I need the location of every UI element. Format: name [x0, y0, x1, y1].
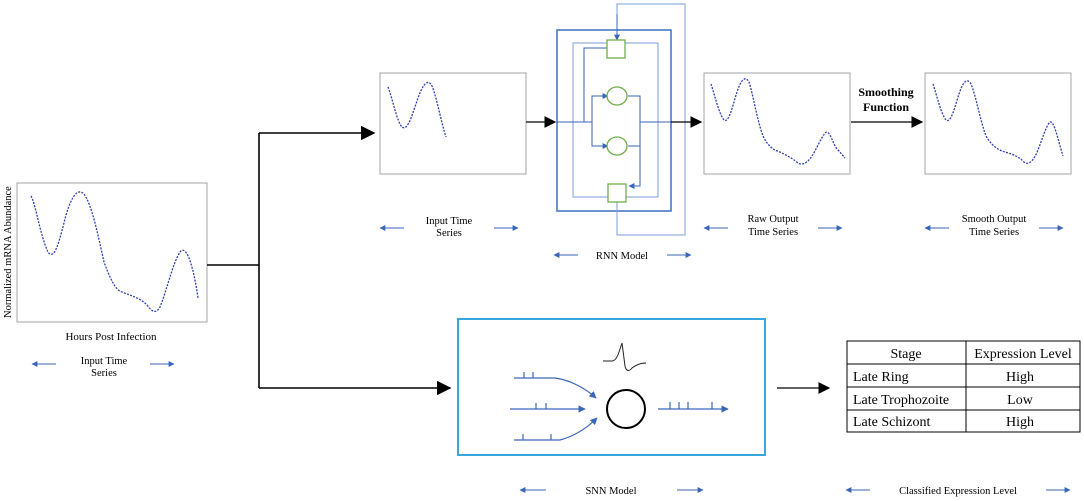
input-caption-line1: Input Time	[81, 356, 128, 367]
smoothing-label-line1: Smoothing	[858, 85, 913, 99]
rnn-outer-frame	[556, 29, 672, 212]
table-row-stage: Late Trophozoite	[853, 393, 949, 408]
rnn-input-caption-line1: Input Time	[426, 216, 473, 227]
snn-neuron	[606, 389, 646, 429]
rnn-gate-square-top	[606, 39, 626, 59]
table-row-stage: Late Ring	[853, 370, 909, 385]
raw-caption-line2: Time Series	[748, 227, 798, 238]
classification-table: Stage Expression Level Late Ring High La…	[845, 340, 1081, 497]
snn-caption: SNN Model	[585, 486, 636, 497]
smooth-caption-line1: Smooth Output	[962, 214, 1027, 225]
classified-caption: Classified Expression Level	[899, 486, 1017, 497]
table-header-stage: Stage	[890, 347, 921, 362]
table-header-expression: Expression Level	[974, 347, 1072, 362]
input-y-axis-label: Normalized mRNA Abundance	[3, 186, 14, 318]
smooth-output-curve	[932, 80, 1064, 164]
rnn-input-time-series-panel: Input Time Series	[379, 72, 527, 239]
smooth-caption-line2: Time Series	[969, 227, 1019, 238]
raw-output-time-series-panel: Raw Output Time Series	[703, 72, 851, 238]
snn-model-block: SNN Model	[457, 318, 766, 497]
raw-caption-line1: Raw Output	[747, 214, 798, 225]
rnn-neuron-bottom	[606, 136, 628, 156]
rnn-inner-frame	[572, 42, 659, 198]
rnn-caption: RNN Model	[596, 251, 648, 262]
table-row-level: High	[1006, 415, 1034, 430]
table-row-stage: Late Schizont	[853, 415, 930, 430]
input-x-axis-label: Hours Post Infection	[65, 331, 157, 343]
input-curve	[30, 191, 199, 312]
rnn-neuron-top	[606, 86, 628, 106]
snn-frame	[457, 318, 766, 456]
rnn-input-curve	[387, 81, 447, 138]
smoothing-function: Smoothing Function	[851, 85, 924, 128]
table-row-level: High	[1006, 370, 1034, 385]
rnn-model-block: RNN Model	[553, 3, 700, 262]
action-potential-waveform	[603, 342, 647, 371]
smoothing-label-line2: Function	[863, 100, 909, 114]
smooth-output-time-series-panel: Smooth Output Time Series	[924, 72, 1072, 238]
raw-output-curve	[710, 78, 846, 165]
rnn-input-caption-line2: Series	[436, 228, 462, 239]
rnn-gate-square-bottom	[607, 183, 627, 203]
input-time-series-panel: Normalized mRNA Abundance Hours Post Inf…	[3, 182, 208, 379]
input-caption-line2: Series	[91, 368, 117, 379]
table-row-level: Low	[1007, 393, 1034, 408]
branch-connector	[207, 125, 452, 396]
